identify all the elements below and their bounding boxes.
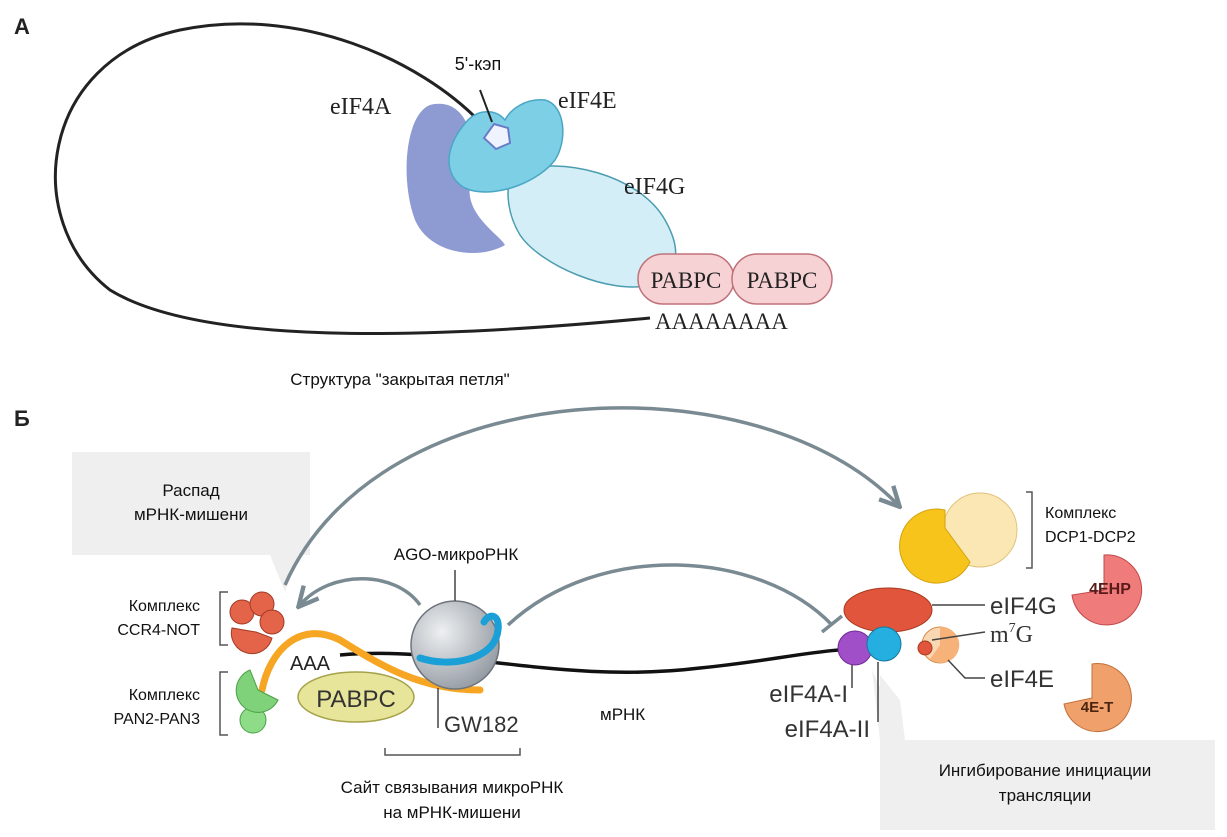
pabpc-b-label: PABPC (316, 686, 396, 713)
ccr4-bracket (219, 591, 228, 646)
pan-line-2: PAN2-PAN3 (113, 711, 200, 728)
dcp-line-2: DCP1-DCP2 (1045, 529, 1136, 546)
site-line-2: на мРНК-мишени (383, 803, 521, 822)
pan-line-1: Комплекс (129, 687, 200, 704)
panel-a-letter: А (14, 14, 30, 39)
eif4e-b-label: eIF4E (990, 666, 1054, 693)
ago-sphere (410, 600, 500, 690)
ccr4-not-complex (229, 591, 285, 655)
m7g-label: m7G (990, 621, 1033, 648)
4et-label: 4E-T (1081, 699, 1114, 716)
pabpc-b-oval (297, 671, 415, 723)
polya-label: AAAAAAAA (655, 309, 788, 334)
decay-callout (72, 452, 310, 592)
dcp-line-1: Комплекс (1045, 505, 1116, 522)
gw182-label: GW182 (444, 712, 519, 737)
inhibition-callout-tail (872, 670, 905, 740)
eif4a1-label: eIF4A-I (769, 681, 848, 708)
cap-pentagon (482, 122, 512, 151)
closed-loop-caption: Структура "закрытая петля" (290, 370, 509, 389)
panel-b-letter: Б (14, 406, 30, 431)
4ehp-pacman (1071, 554, 1143, 626)
mrna-label: мРНК (600, 705, 645, 724)
eif4a1-circle (837, 630, 873, 666)
arrow-to-ccr4 (300, 577, 422, 605)
inhibition-callout (880, 675, 1215, 830)
pabpc-label-2: PABPC (747, 268, 818, 293)
ago-label: AGO-микроРНК (394, 545, 519, 564)
site-bracket (384, 748, 521, 756)
mrna-loop (54, 22, 651, 336)
gw182-strand (258, 630, 484, 694)
aaa-label: AAA (290, 653, 331, 675)
eif4e-b-pointer (947, 659, 985, 679)
dcp1-pacman (899, 508, 971, 584)
inhibition-line-1: Ингибирование инициации (939, 761, 1152, 780)
eif4g-b-protein (843, 587, 933, 633)
eif4e-protein (448, 99, 564, 193)
mirna-strand (416, 612, 502, 666)
decay-line-2: мРНК-мишени (134, 505, 248, 524)
pabpc-oval-2 (731, 253, 833, 305)
eif4a2-circle (866, 626, 902, 662)
pan2-pan3-complex (235, 669, 279, 734)
ccr4-line-2: CCR4-NOT (117, 622, 200, 639)
inhibition-arc (506, 563, 834, 627)
eif4e-label: eIF4E (558, 88, 617, 114)
eif4g-label: eIF4G (624, 174, 685, 200)
inhibition-bar (820, 614, 844, 634)
pabpc-label-1: PABPC (651, 268, 722, 293)
cap-pointer (479, 89, 493, 123)
eif4e-b-shade (930, 626, 960, 663)
ccr4-line-1: Комплекс (129, 598, 200, 615)
pan-bracket (219, 671, 228, 736)
m7g-pointer (931, 631, 986, 641)
panel-b: Б Распад мРНК-мишени Ингибирование иници… (14, 406, 1215, 830)
dcp-bracket (1026, 491, 1033, 569)
panel-a: А 5'-кэп eIF4A eIF4E eIF4G PABPC PABPC A… (14, 14, 833, 389)
arrow-to-dcp (283, 406, 898, 586)
decay-line-1: Распад (162, 481, 219, 500)
site-line-1: Сайт связывания микроРНК (341, 778, 564, 797)
m7g-cap (917, 640, 933, 656)
eif4a2-label: eIF4A-II (785, 716, 870, 743)
cap-label: 5'-кэп (455, 54, 501, 74)
inhibition-line-2: трансляции (999, 786, 1091, 805)
4et-pacman (1063, 663, 1132, 733)
eif4a-label: eIF4A (330, 94, 392, 120)
4ehp-label: 4EHP (1089, 581, 1131, 598)
eif4g-b-label: eIF4G (990, 593, 1057, 620)
